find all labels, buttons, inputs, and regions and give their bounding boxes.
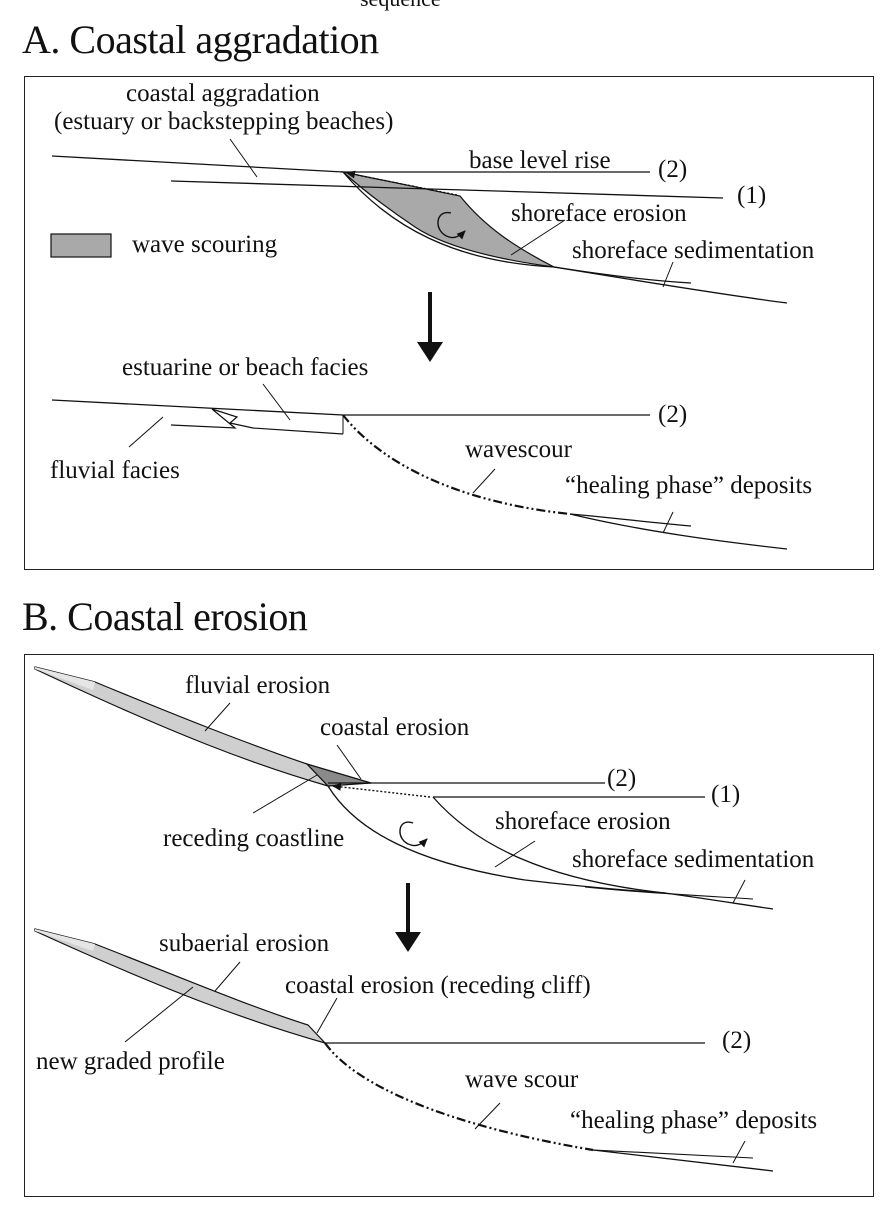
leader-subaerial-erosion [214, 961, 241, 992]
wave-scour-wedge [340, 170, 555, 268]
circulation-arrow [437, 211, 466, 240]
label-level-1-b: (1) [711, 781, 740, 808]
panel-coastal-aggradation: coastal aggradation (estuary or backstep… [24, 76, 874, 570]
healing-phase-wedge-b [592, 1149, 754, 1159]
lower-land-surface [51, 399, 344, 416]
subaerial-erosion-band [34, 928, 327, 1045]
leader-wave-scour-b [474, 1102, 501, 1130]
upper-land-surface [51, 155, 344, 173]
label-level-2-lower-b: (2) [722, 1027, 751, 1054]
label-coastal-aggradation: coastal aggradation [126, 80, 320, 107]
diagram-coastal-erosion: fluvial erosion coastal erosion (2) (1) … [34, 666, 817, 1172]
retreat-dotted-arrow [332, 782, 431, 798]
leader-coastal-aggradation [229, 138, 258, 178]
label-wave-scouring: wave scouring [132, 231, 278, 258]
cropped-header-text: sequence [360, 0, 441, 12]
shoreface-sed-line [553, 266, 692, 284]
label-estuary-backstepping: (estuary or backstepping beaches) [54, 108, 393, 135]
label-healing-phase-b: “healing phase” deposits [570, 1107, 817, 1134]
label-wavescour: wavescour [465, 436, 573, 463]
base-level-1-line [170, 180, 724, 199]
label-shoreface-erosion-b: shoreface erosion [495, 808, 671, 835]
rise-dotted-arrow [346, 170, 458, 196]
leader-new-graded-profile [124, 986, 194, 1043]
label-fluvial-erosion: fluvial erosion [185, 672, 331, 699]
leader-shoreface-sed-b [732, 879, 746, 904]
leader-wavescour [472, 468, 496, 494]
leader-healing-b [732, 1140, 746, 1164]
leader-shoreface-sed [662, 261, 674, 288]
label-level-2-b: (2) [607, 765, 636, 792]
leader-coastal-erosion-cliff [316, 997, 338, 1034]
label-new-graded-profile: new graded profile [36, 1048, 225, 1075]
label-subaerial-erosion: subaerial erosion [159, 930, 330, 957]
label-shoreface-sedimentation: shoreface sedimentation [572, 237, 815, 264]
label-level-2: (2) [658, 156, 687, 183]
label-coastal-erosion-cliff: coastal erosion (receding cliff) [285, 972, 591, 999]
label-fluvial-facies: fluvial facies [50, 457, 180, 484]
label-estuarine-beach-facies: estuarine or beach facies [122, 354, 368, 381]
diagram-coastal-aggradation: coastal aggradation (estuary or backstep… [50, 80, 815, 550]
label-healing-phase: “healing phase” deposits [565, 472, 812, 499]
down-arrow-a-head [417, 342, 443, 362]
leader-fluvial-erosion [204, 702, 231, 732]
section-b-title: B. Coastal erosion [22, 594, 308, 639]
leader-healing [662, 511, 674, 534]
new-shoreface-curve [327, 785, 666, 894]
subaerial-erosion-band-light [35, 929, 95, 951]
old-profile-curve [432, 796, 774, 910]
fluvial-estuarine-contact [170, 408, 344, 435]
panel-coastal-erosion: fluvial erosion coastal erosion (2) (1) … [24, 654, 874, 1197]
coastal-erosion-wedge [305, 762, 372, 787]
label-wave-scour-b: wave scour [465, 1066, 579, 1093]
leader-fluvial-facies [128, 416, 164, 448]
healing-phase-wedge [569, 513, 692, 527]
leader-shoreface-erosion [510, 219, 566, 256]
label-coastal-erosion: coastal erosion [320, 714, 470, 741]
label-level-1: (1) [737, 182, 766, 209]
fluvial-erosion-band-light [35, 667, 95, 690]
wavescour-surface [342, 414, 571, 516]
label-level-2-lower: (2) [658, 401, 687, 428]
label-base-level-rise: base level rise [469, 147, 611, 174]
wave-scour-surface-b [324, 1042, 594, 1152]
leader-coastal-erosion [336, 744, 362, 780]
leader-shoreface-erosion-b [494, 840, 536, 868]
label-shoreface-sedimentation-b: shoreface sedimentation [572, 846, 815, 873]
label-receding-coastline: receding coastline [163, 825, 344, 852]
down-arrow-b-head [395, 932, 421, 952]
lower-profile-tail [569, 513, 788, 550]
wave-scouring-legend-swatch [50, 233, 112, 258]
leader-receding-coastline [252, 774, 318, 814]
label-shoreface-erosion: shoreface erosion [511, 200, 687, 227]
section-a-title: A. Coastal aggradation [22, 17, 379, 62]
leader-estuarine [262, 383, 291, 421]
lower-profile-tail-b [592, 1149, 774, 1172]
circulation-arrow-b [399, 821, 428, 848]
